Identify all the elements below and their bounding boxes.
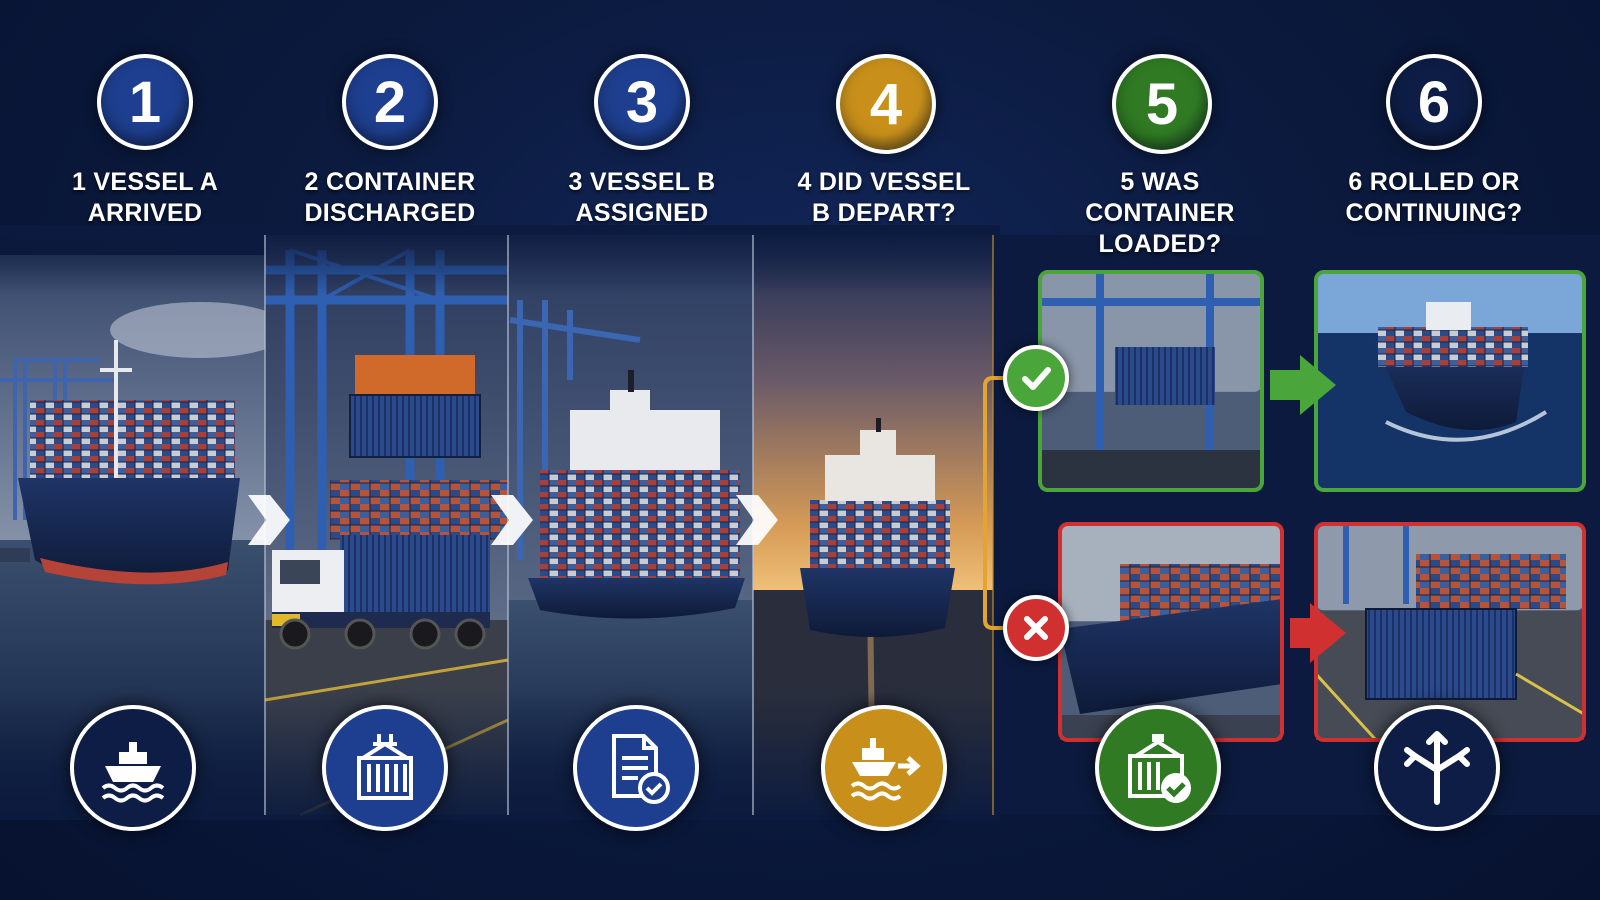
split-path-icon (1404, 731, 1470, 805)
photo-vessel-continuing (1314, 270, 1586, 492)
step-label-line: B DEPART? (812, 199, 956, 227)
step-number: 5 (1145, 71, 1179, 137)
step-1-icon-circle (70, 705, 196, 831)
photo-container-rolled (1314, 522, 1586, 742)
step-label-line: 3 VESSEL B (568, 168, 716, 196)
step-2-label: 2 CONTAINER DISCHARGED (275, 167, 505, 229)
step-label-line: 5 WAS (1120, 168, 1200, 196)
failure-cross-badge (1003, 595, 1069, 661)
step-number: 1 (128, 69, 162, 135)
step-number: 3 (625, 69, 659, 135)
step-2-number-circle: 2 (342, 54, 438, 150)
step-label-line: CONTINUING? (1345, 199, 1523, 227)
flow-chevron-arrow (491, 495, 533, 545)
step-2-icon-circle (322, 705, 448, 831)
step-label-line: DISCHARGED (304, 199, 476, 227)
step-3-label: 3 VESSEL B ASSIGNED (527, 167, 757, 229)
step-label-line: 1 VESSEL A (71, 168, 219, 196)
step-6-icon-circle (1374, 705, 1500, 831)
step-1-number-circle: 1 (97, 54, 193, 150)
success-arrow (1270, 355, 1336, 415)
step-label-line: ASSIGNED (575, 199, 709, 227)
step-3-number-circle: 3 (594, 54, 690, 150)
step-5-number-circle: 5 (1112, 54, 1212, 154)
step-6-number-circle: 6 (1386, 54, 1482, 150)
success-check-badge (1003, 345, 1069, 411)
step-4-label: 4 DID VESSEL B DEPART? (769, 167, 999, 229)
step-number: 6 (1417, 69, 1451, 135)
cross-icon (1024, 616, 1048, 640)
decision-bracket (983, 376, 1008, 630)
ship-departing-icon (850, 738, 921, 801)
step-1-label: 1 VESSEL A ARRIVED (30, 167, 260, 229)
step-6-label: 6 ROLLED OR CONTINUING? (1319, 167, 1549, 229)
document-check-icon (612, 734, 670, 804)
step-label-line: 4 DID VESSEL (797, 168, 971, 196)
step-label-line: 6 ROLLED OR (1348, 168, 1520, 196)
step-label-line: CONTAINER (1085, 199, 1235, 227)
photo-container-loaded (1038, 270, 1264, 492)
ship-on-waves-icon (101, 742, 165, 803)
step-5-icon-circle (1095, 705, 1221, 831)
failure-arrow (1290, 603, 1346, 663)
step-number: 2 (373, 69, 407, 135)
step-number: 4 (869, 71, 903, 137)
step-4-icon-circle (821, 705, 947, 831)
step-label-line: ARRIVED (87, 199, 203, 227)
step-5-label: 5 WAS CONTAINER LOADED? (1045, 167, 1275, 260)
step-label-line: 2 CONTAINER (304, 168, 476, 196)
check-icon (1022, 367, 1051, 390)
container-hoist-icon (357, 734, 413, 800)
flow-chevron-arrow (248, 495, 290, 545)
step-label-line: LOADED? (1098, 230, 1222, 258)
step-4-number-circle: 4 (836, 54, 936, 154)
step-3-icon-circle (573, 705, 699, 831)
flow-chevron-arrow (736, 495, 778, 545)
container-loaded-check-icon (1128, 734, 1191, 803)
